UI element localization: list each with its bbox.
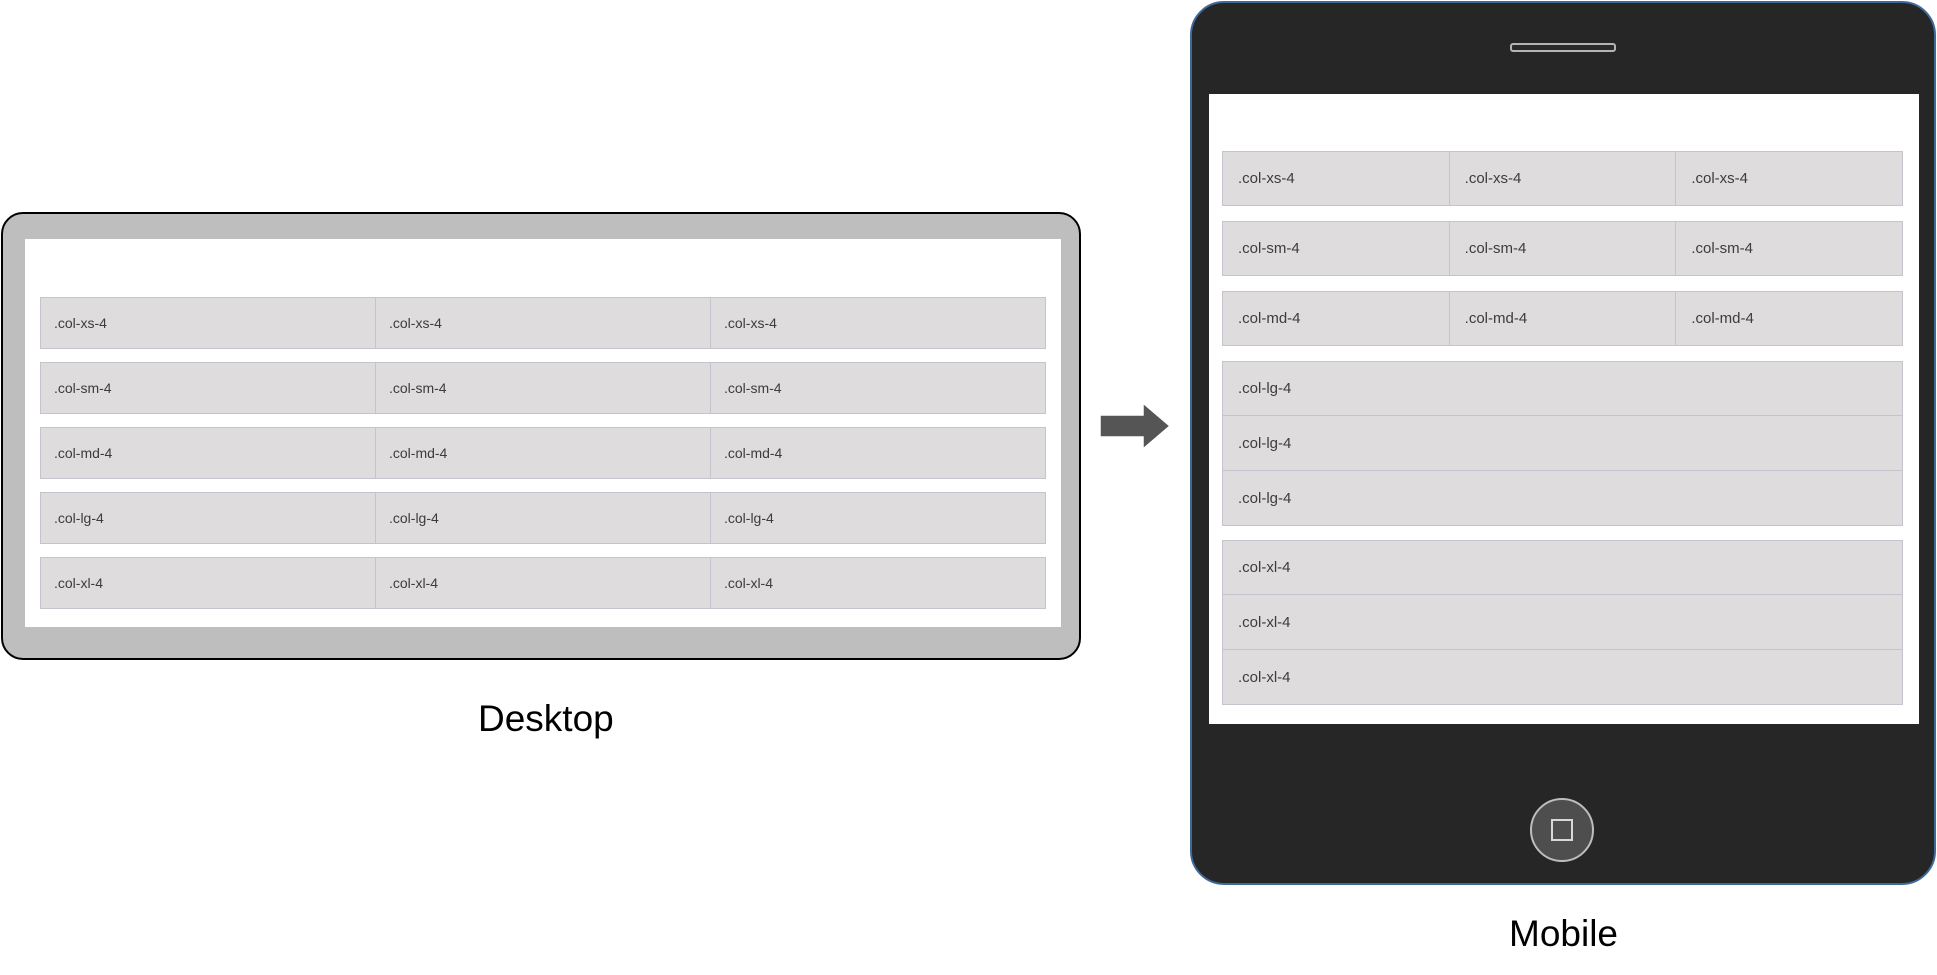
desktop-row-md: .col-md-4 .col-md-4 .col-md-4 [40,427,1046,479]
home-square-icon [1551,819,1573,841]
mobile-frame: .col-xs-4 .col-xs-4 .col-xs-4 .col-sm-4 … [1190,1,1936,885]
desktop-cell: .col-xl-4 [711,557,1046,609]
mobile-cell: .col-md-4 [1222,291,1450,346]
mobile-stack-xl: .col-xl-4 .col-xl-4 .col-xl-4 [1222,540,1903,705]
mobile-caption: Mobile [1509,913,1618,954]
home-button-icon [1530,798,1594,862]
mobile-row-md: .col-md-4 .col-md-4 .col-md-4 [1222,291,1904,346]
desktop-cell: .col-md-4 [711,427,1046,479]
mobile-stack-lg: .col-lg-4 .col-lg-4 .col-lg-4 [1222,361,1903,526]
desktop-row-sm: .col-sm-4 .col-sm-4 .col-sm-4 [40,362,1046,414]
desktop-cell: .col-sm-4 [711,362,1046,414]
desktop-caption: Desktop [478,698,614,739]
desktop-cell: .col-lg-4 [711,492,1046,544]
mobile-stack-cell: .col-xl-4 [1222,595,1903,650]
mobile-screen: .col-xs-4 .col-xs-4 .col-xs-4 .col-sm-4 … [1209,94,1919,724]
desktop-cell: .col-sm-4 [376,362,711,414]
desktop-screen: .col-xs-4 .col-xs-4 .col-xs-4 .col-sm-4 … [25,239,1061,627]
desktop-cell: .col-sm-4 [40,362,376,414]
speaker-icon [1510,43,1616,52]
mobile-cell: .col-xs-4 [1222,151,1450,206]
mobile-cell: .col-xs-4 [1449,151,1677,206]
desktop-cell: .col-xl-4 [376,557,711,609]
desktop-cell: .col-lg-4 [40,492,376,544]
desktop-row-lg: .col-lg-4 .col-lg-4 .col-lg-4 [40,492,1046,544]
desktop-cell: .col-xs-4 [376,297,711,349]
desktop-frame: .col-xs-4 .col-xs-4 .col-xs-4 .col-sm-4 … [1,212,1081,660]
mobile-cell: .col-md-4 [1449,291,1677,346]
mobile-stack-cell: .col-xl-4 [1222,540,1903,595]
mobile-cell: .col-xs-4 [1676,151,1904,206]
right-arrow-icon [1099,401,1172,451]
desktop-cell: .col-xs-4 [40,297,376,349]
mobile-cell: .col-sm-4 [1676,221,1904,276]
desktop-cell: .col-xs-4 [711,297,1046,349]
desktop-cell: .col-md-4 [376,427,711,479]
mobile-cell: .col-sm-4 [1222,221,1450,276]
desktop-row-xl: .col-xl-4 .col-xl-4 .col-xl-4 [40,557,1046,609]
desktop-cell: .col-md-4 [40,427,376,479]
mobile-cell: .col-md-4 [1676,291,1904,346]
desktop-cell: .col-lg-4 [376,492,711,544]
mobile-row-sm: .col-sm-4 .col-sm-4 .col-sm-4 [1222,221,1904,276]
desktop-cell: .col-xl-4 [40,557,376,609]
mobile-cell: .col-sm-4 [1449,221,1677,276]
mobile-row-xs: .col-xs-4 .col-xs-4 .col-xs-4 [1222,151,1904,206]
mobile-stack-cell: .col-xl-4 [1222,650,1903,705]
desktop-row-xs: .col-xs-4 .col-xs-4 .col-xs-4 [40,297,1046,349]
mobile-stack-cell: .col-lg-4 [1222,471,1903,526]
mobile-stack-cell: .col-lg-4 [1222,361,1903,416]
mobile-stack-cell: .col-lg-4 [1222,416,1903,471]
